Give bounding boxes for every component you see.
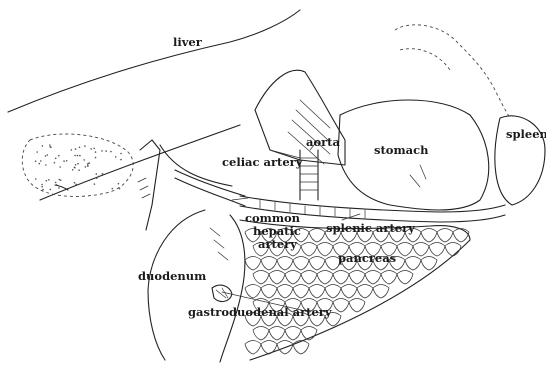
label-aorta: aorta <box>306 135 340 149</box>
gallbladder-dotted <box>22 134 133 196</box>
liver-outline <box>8 10 300 200</box>
label-hepatic: hepatic <box>253 224 301 238</box>
label-common: common <box>245 211 301 225</box>
label-pancreas: pancreas <box>338 251 396 265</box>
common-hepatic-artery-vessel <box>175 170 245 206</box>
celiac-trunk <box>300 150 318 200</box>
label-spleen: spleen <box>506 127 546 141</box>
bile-duct <box>138 140 232 230</box>
label-gastroduodenal-artery: gastroduodenal artery <box>188 305 332 319</box>
label-splenic-artery: splenic artery <box>326 221 415 235</box>
label-artery: artery <box>258 237 297 251</box>
label-celiac-artery: celiac artery <box>222 155 303 169</box>
label-stomach: stomach <box>374 143 429 157</box>
label-duodenum: duodenum <box>138 269 206 283</box>
omentum-dashed <box>395 25 510 118</box>
duodenum-outline <box>148 210 245 362</box>
label-liver: liver <box>173 35 203 49</box>
